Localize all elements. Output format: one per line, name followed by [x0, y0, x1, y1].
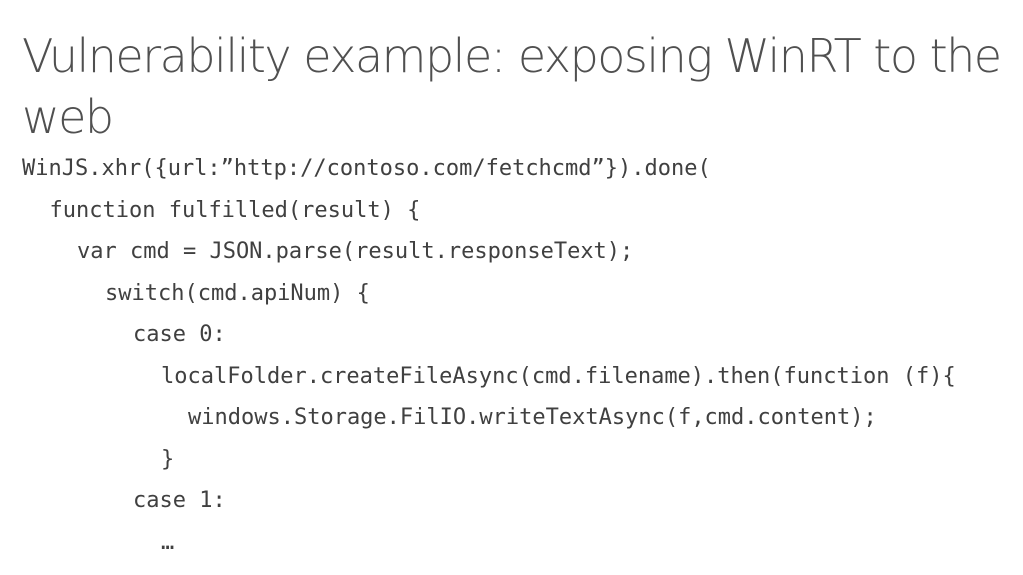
code-line: WinJS.xhr({url:”http://contoso.com/fetch… [22, 156, 711, 181]
code-line: function fulfilled(result) { [49, 197, 421, 223]
code-line: localFolder.createFileAsync(cmd.filename… [161, 363, 956, 389]
code-line: } [161, 446, 175, 472]
code-line: case 1: [133, 488, 226, 513]
code-line: … [161, 529, 175, 555]
slide-title: Vulnerability example: exposing WinRT to… [22, 29, 1002, 144]
code-line: var cmd = JSON.parse(result.responseText… [77, 239, 634, 264]
code-block: WinJS.xhr({url:”http://contoso.com/fetch… [22, 148, 1012, 563]
code-line: windows.Storage.FilIO.writeTextAsync(f,c… [188, 405, 877, 430]
code-line: switch(cmd.apiNum) { [105, 280, 370, 306]
code-line: case 0: [133, 322, 226, 347]
